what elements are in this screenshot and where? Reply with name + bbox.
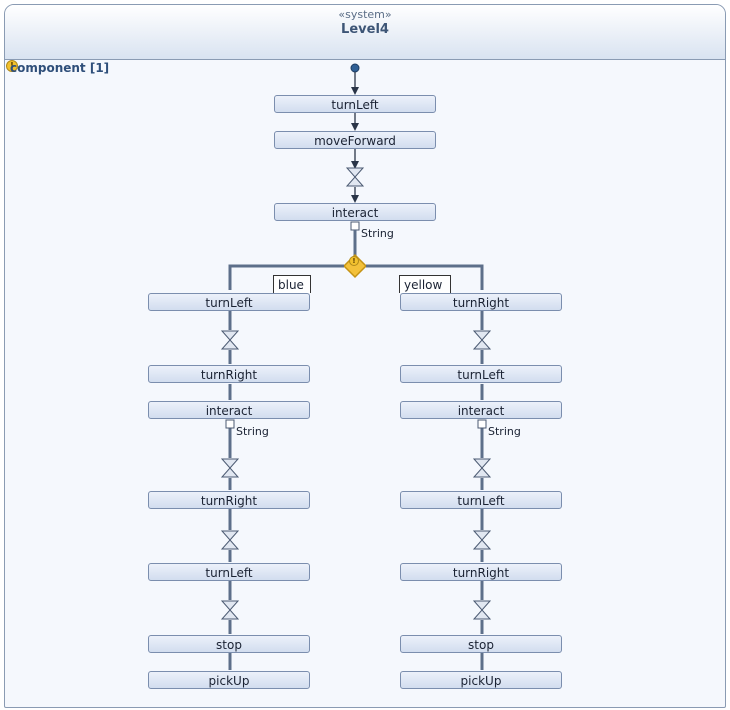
system-title[interactable]: Level4 [341,22,389,37]
wait-action-icon[interactable] [220,458,240,478]
action-node[interactable]: turnRight [148,365,310,383]
wait-action-icon[interactable] [220,330,240,350]
action-node[interactable]: turnLeft [148,293,310,311]
action-node[interactable]: turnLeft [400,365,562,383]
wait-action-icon[interactable] [345,167,365,187]
action-node[interactable]: turnRight [400,563,562,581]
action-node[interactable]: stop [400,635,562,653]
action-node[interactable]: pickUp [400,671,562,689]
action-node[interactable]: interact [274,203,436,221]
warning-icon: ! [349,256,359,266]
action-node[interactable]: turnLeft [274,95,436,113]
action-node[interactable]: interact [148,401,310,419]
action-node[interactable]: turnRight [400,293,562,311]
guard-label[interactable]: blue [273,275,311,293]
wait-action-icon[interactable] [220,530,240,550]
edge-decision-yellow[interactable] [366,264,484,290]
initial-node[interactable] [350,63,360,73]
pin-label: String [236,425,269,438]
output-pin[interactable] [225,419,235,429]
wait-action-icon[interactable] [472,458,492,478]
output-pin[interactable] [477,419,487,429]
wait-action-icon[interactable] [472,330,492,350]
wait-action-icon[interactable] [472,600,492,620]
pin-label: String [488,425,521,438]
action-node[interactable]: turnRight [148,491,310,509]
system-frame: «system» Level4 [4,4,726,708]
warning-icon: ! [6,60,18,72]
pin-label: String [361,227,394,240]
edge-decision-blue[interactable] [228,264,344,290]
action-node[interactable]: turnLeft [400,491,562,509]
stereotype-label: «system» [338,8,392,21]
action-node[interactable]: pickUp [148,671,310,689]
wait-action-icon[interactable] [472,530,492,550]
component-label[interactable]: component [1] [10,61,110,75]
action-node[interactable]: interact [400,401,562,419]
system-header: «system» Level4 [5,5,725,60]
action-node[interactable]: turnLeft [148,563,310,581]
guard-label[interactable]: yellow [399,275,451,293]
action-node[interactable]: stop [148,635,310,653]
output-pin[interactable] [350,221,360,231]
wait-action-icon[interactable] [220,600,240,620]
action-node[interactable]: moveForward [274,131,436,149]
